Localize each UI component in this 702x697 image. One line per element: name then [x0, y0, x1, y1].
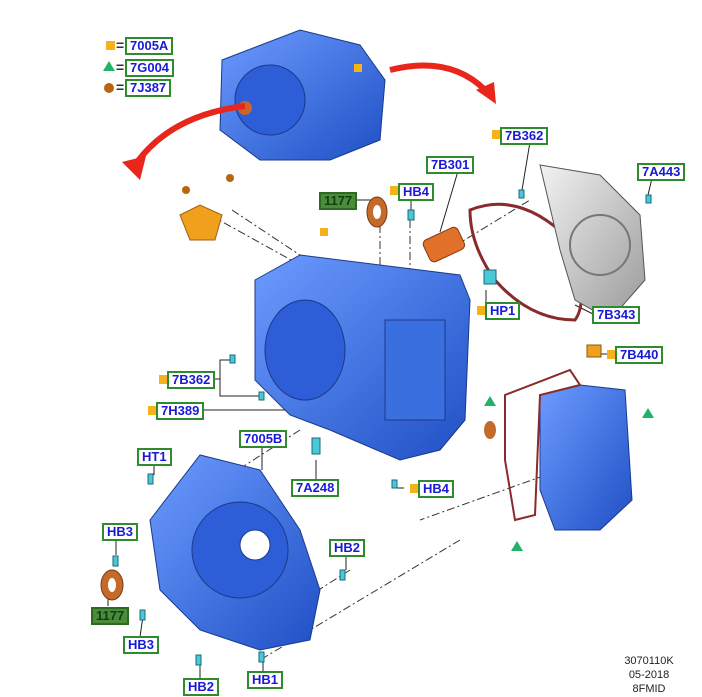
callout-1177-top[interactable]: 1177: [319, 192, 358, 210]
diagram-code: 3070110K: [624, 655, 674, 667]
square-symbol-icon: [159, 375, 168, 384]
callout-7b343[interactable]: 7B343: [592, 306, 641, 324]
callout-hb2-bottom[interactable]: HB2: [183, 678, 220, 696]
circle-symbol-icon: [104, 83, 114, 93]
valve-body-cover: [484, 368, 654, 551]
callout-hp1[interactable]: HP1: [485, 302, 521, 320]
callout-7b440[interactable]: 7B440: [615, 346, 664, 364]
callout-hb3-top[interactable]: HB3: [102, 523, 139, 541]
callout-7a248[interactable]: 7A248: [291, 479, 340, 497]
callout-7b362-left[interactable]: 7B362: [167, 371, 216, 389]
filter-7b301: [422, 226, 466, 263]
callout-7h389[interactable]: 7H389: [156, 402, 205, 420]
equals-sign: =: [116, 59, 125, 75]
callout-hb1[interactable]: HB1: [247, 671, 284, 689]
equals-sign: =: [116, 37, 125, 53]
bell-housing-7005b: [149, 454, 321, 651]
square-symbol-icon: [410, 484, 419, 493]
callout-7005b[interactable]: 7005B: [239, 430, 288, 448]
callout-7b362-top[interactable]: 7B362: [500, 127, 549, 145]
callout-1177-low[interactable]: 1177: [91, 607, 130, 625]
diagram-date: 05-2018: [628, 669, 670, 681]
legend-label-7005a: 7005A: [125, 37, 174, 55]
diagram-model: 8FMID: [632, 683, 666, 695]
square-symbol-icon: [148, 406, 157, 415]
callout-hb4-low[interactable]: HB4: [418, 480, 455, 498]
callout-7b301[interactable]: 7B301: [426, 156, 475, 174]
square-symbol-icon: [477, 306, 486, 315]
main-case: [254, 254, 471, 461]
gasket-7b343: [468, 202, 583, 322]
callout-7a443[interactable]: 7A443: [637, 163, 686, 181]
callout-hb2-right[interactable]: HB2: [329, 539, 366, 557]
triangle-symbol-icon: [103, 61, 115, 71]
square-symbol-icon: [390, 186, 399, 195]
assembled-transmission: [219, 29, 386, 161]
equals-sign: =: [116, 79, 125, 95]
orange-bracket: [179, 174, 234, 241]
arrow-right: [389, 62, 488, 93]
callout-hb4-top[interactable]: HB4: [398, 183, 435, 201]
legend-label-7g004: 7G004: [125, 59, 175, 77]
legend-label-7j387: 7J387: [125, 79, 172, 97]
square-symbol-icon: [607, 350, 616, 359]
arrow-left: [132, 103, 246, 167]
square-symbol-icon: [492, 130, 501, 139]
square-symbol-icon: [106, 41, 115, 50]
callout-ht1[interactable]: HT1: [137, 448, 172, 466]
callout-hb3-low[interactable]: HB3: [123, 636, 160, 654]
cover-7a443: [539, 164, 646, 321]
